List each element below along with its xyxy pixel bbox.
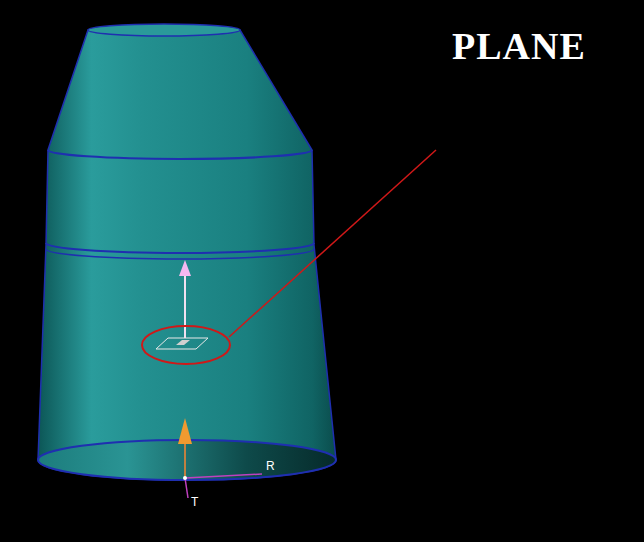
origin-dot <box>183 476 187 480</box>
axis-arrow <box>184 440 186 478</box>
r-axis <box>185 474 262 478</box>
bottom-opening <box>38 440 336 480</box>
normal-arrow <box>184 274 186 338</box>
t-axis <box>185 478 188 498</box>
leader-line <box>229 150 436 337</box>
arrow-head <box>179 260 191 276</box>
top-face <box>88 24 240 36</box>
callout-title: PLANE <box>452 26 586 68</box>
callout-ellipse <box>142 326 230 364</box>
axis-label: R <box>266 460 275 473</box>
capsule-body <box>38 30 336 480</box>
section-edge <box>46 249 314 259</box>
section-edge <box>46 243 314 253</box>
plane-symbol <box>156 338 208 349</box>
section-edge <box>48 150 312 159</box>
axis-label: T <box>191 496 198 509</box>
arrow-head <box>178 418 192 444</box>
plane-symbol <box>176 340 190 345</box>
